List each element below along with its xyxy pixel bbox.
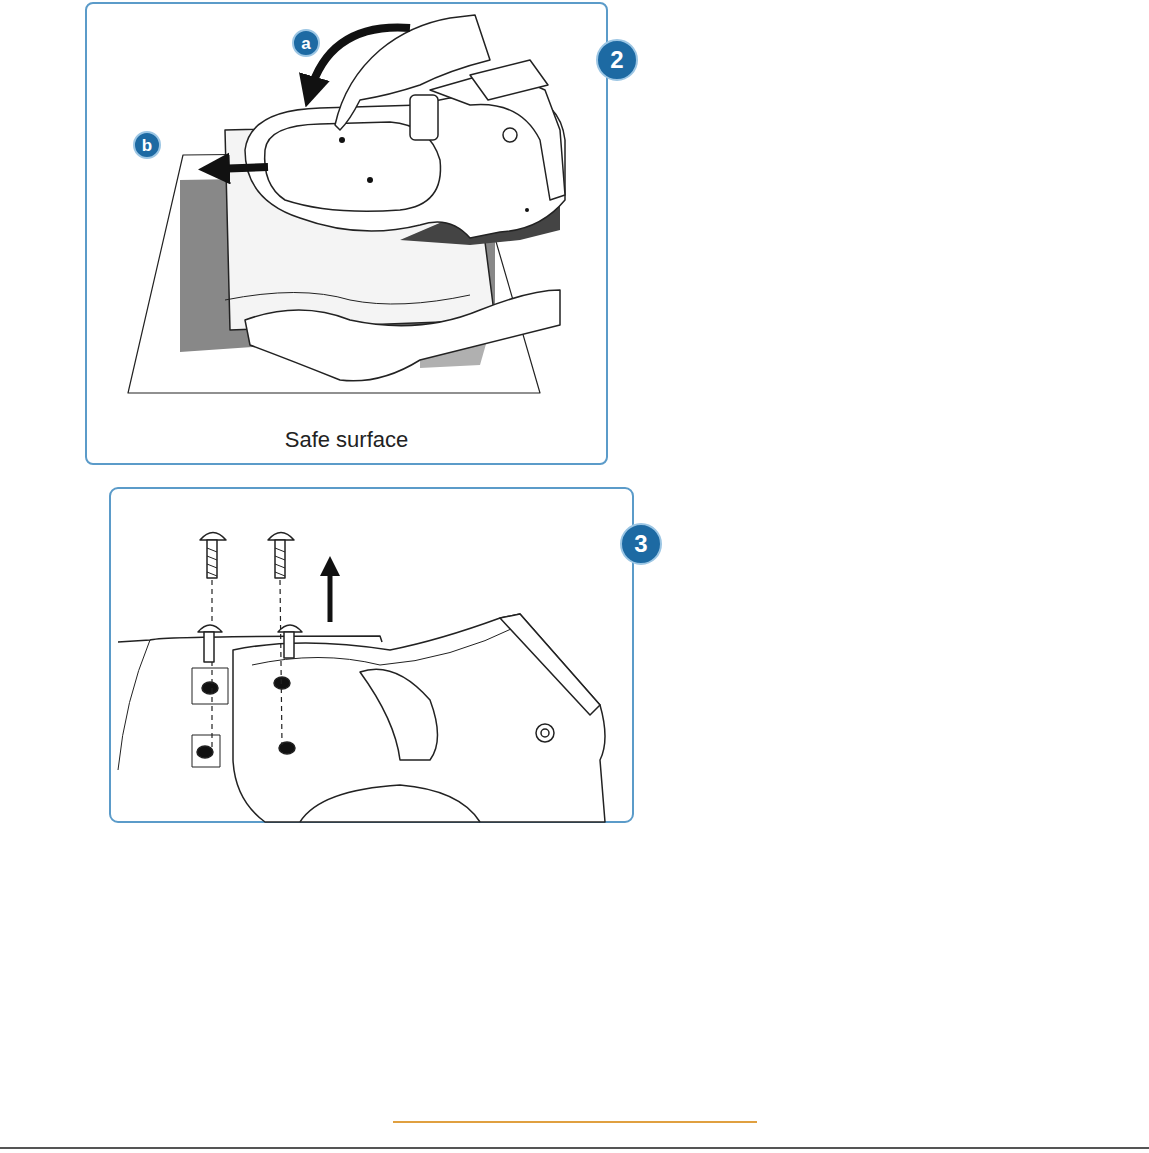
link-underline <box>393 1121 757 1123</box>
surface-label: Safe surface <box>285 427 409 453</box>
callout-letter: b <box>133 131 161 159</box>
step-panel: Safe surface a b <box>85 2 608 465</box>
callout-letter: a <box>292 29 320 57</box>
callout-text: 2 <box>610 48 623 72</box>
callout-text: b <box>142 137 152 154</box>
panel-2-art <box>118 533 605 823</box>
panel-frame <box>110 488 633 822</box>
page-rule <box>0 1147 1149 1149</box>
callout-text: 3 <box>634 532 647 556</box>
callout-text: a <box>301 35 310 52</box>
callout-number: 2 <box>596 39 638 81</box>
callout-number: 3 <box>620 523 662 565</box>
panel-1-art <box>128 15 565 393</box>
